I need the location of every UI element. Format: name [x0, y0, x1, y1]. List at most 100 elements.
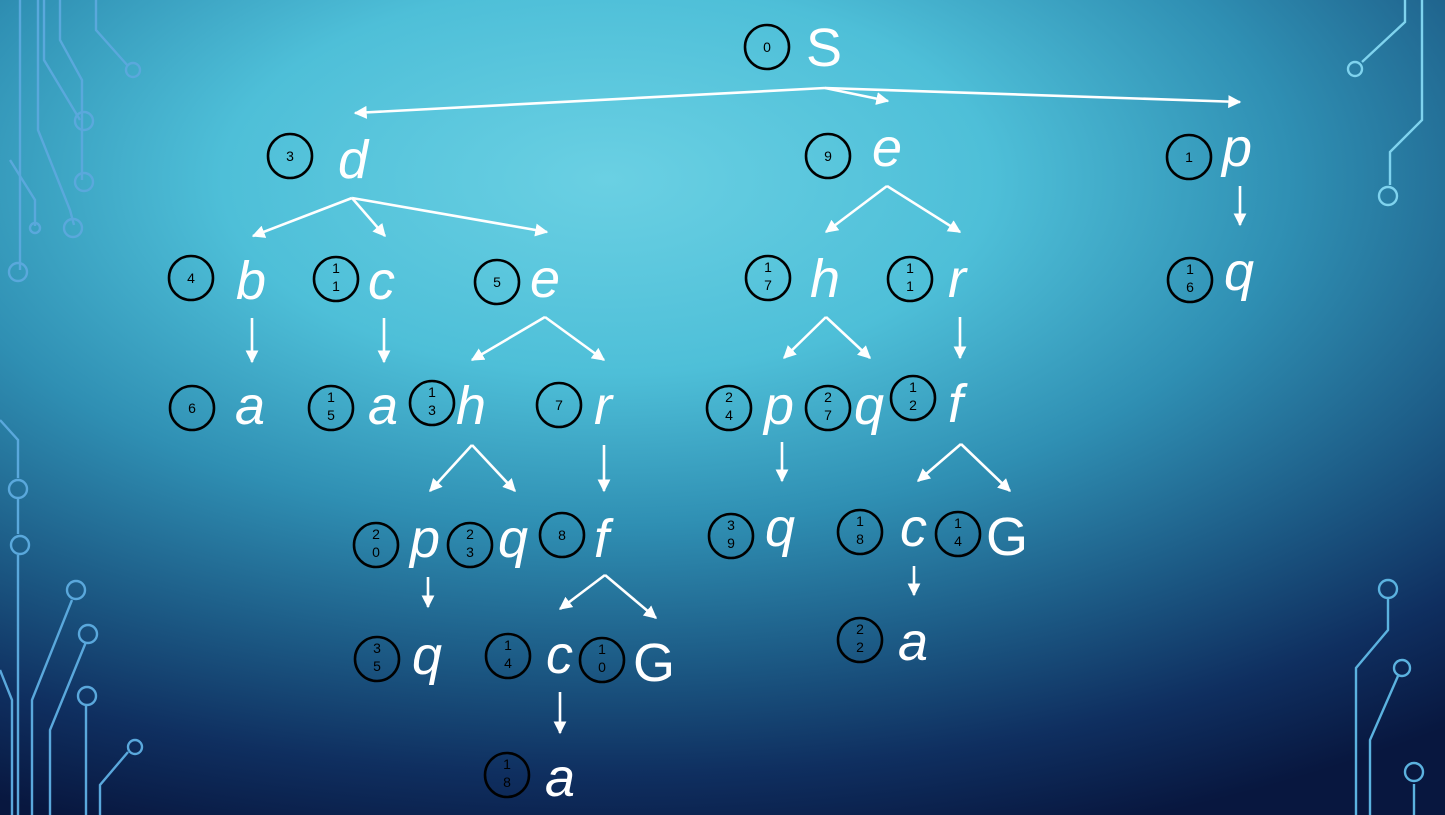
badge-digit: 7: [824, 407, 832, 423]
order-badge: [483, 751, 531, 799]
edge-e-h: [824, 184, 888, 234]
badge-digit: 1: [504, 637, 512, 653]
node-h-left: 1 3 h: [408, 376, 486, 436]
node-q-left: 2 3 q: [446, 509, 528, 569]
node-letter: a: [368, 376, 398, 436]
badge-digit: 5: [373, 658, 381, 674]
order-badge: [167, 254, 215, 302]
badge-digit: 1: [332, 260, 340, 276]
badge-digit: 3: [466, 544, 474, 560]
order-badge: [836, 616, 884, 664]
edge-s-e: [824, 86, 890, 106]
edge-d-b: [251, 196, 353, 238]
node-p-left: 2 0 p: [352, 509, 440, 569]
badge-digit: 2: [824, 389, 832, 405]
node-letter: q: [1224, 242, 1254, 302]
edge-h-q-left: [471, 444, 516, 492]
badge-digit: 1: [598, 641, 606, 657]
edge-h-p-left: [429, 444, 473, 492]
order-badge: [1165, 133, 1213, 181]
node-letter: h: [456, 376, 486, 436]
badge-digit: 1: [327, 389, 335, 405]
node-letter: a: [545, 748, 575, 808]
circuit-bottom-right: [1354, 578, 1425, 815]
edge-f-g-left: [604, 574, 657, 619]
node-q-left-leaf: 3 5 q: [353, 626, 442, 686]
badge-digit: 5: [327, 407, 335, 423]
badge-digit: 1: [428, 384, 436, 400]
order-badge: [705, 384, 753, 432]
edge-h-p: [783, 316, 827, 359]
node-letter: e: [872, 118, 902, 178]
order-badge: [886, 255, 934, 303]
node-letter: a: [235, 376, 265, 436]
node-f-left: 8 f: [538, 509, 614, 569]
badge-digit: 1: [906, 278, 914, 294]
node-r-left: 7 r: [535, 376, 614, 436]
node-g-mid: 1 4 G: [934, 507, 1028, 567]
badge-digit: 0: [763, 39, 771, 55]
badge-digit: 4: [954, 533, 962, 549]
order-badge: [484, 632, 532, 680]
edge-d-e: [351, 196, 549, 237]
badge-digit: 1: [909, 379, 917, 395]
node-letter: a: [898, 612, 928, 672]
order-badge: [408, 379, 456, 427]
edge-e-r: [886, 184, 962, 234]
circuit-bottom-left: [0, 419, 144, 815]
node-a-b: 6 a: [168, 376, 265, 436]
node-letter: S: [806, 18, 842, 78]
node-a-mid-leaf: 2 2 a: [836, 612, 928, 672]
badge-digit: 1: [764, 259, 772, 275]
order-badge: [307, 384, 355, 432]
order-badge: [744, 254, 792, 302]
badge-digit: 0: [598, 659, 606, 675]
node-letter: q: [765, 498, 795, 558]
order-badge: [352, 521, 400, 569]
badge-digit: 1: [332, 278, 340, 294]
badge-digit: 1: [856, 513, 864, 529]
badge-digit: 1: [954, 515, 962, 531]
node-s: 0 S: [743, 18, 842, 78]
edge-f-g: [960, 443, 1011, 492]
node-letter: r: [594, 376, 614, 436]
order-badge: [535, 381, 583, 429]
node-c-mid: 1 8 c: [836, 498, 927, 558]
badge-digit: 4: [725, 407, 733, 423]
order-badge: [312, 255, 360, 303]
badge-digit: 3: [286, 148, 294, 164]
node-h-mid: 1 7 h: [744, 249, 840, 309]
node-p: 1 p: [1165, 118, 1252, 181]
node-letter: q: [854, 376, 884, 436]
order-badge: [934, 510, 982, 558]
node-letter: d: [338, 130, 370, 190]
badge-digit: 2: [725, 389, 733, 405]
badge-digit: 2: [909, 397, 917, 413]
order-badge: [578, 636, 626, 684]
edge-s-p: [824, 86, 1242, 109]
badge-digit: 9: [727, 535, 735, 551]
node-letter: f: [948, 374, 968, 434]
badge-digit: 2: [372, 526, 380, 542]
badge-digit: 5: [493, 274, 501, 290]
edge-h-q: [825, 316, 871, 359]
badge-digit: 8: [856, 531, 864, 547]
badge-digit: 8: [503, 774, 511, 790]
badge-digit: 8: [558, 527, 566, 543]
node-letter: q: [412, 626, 442, 686]
order-badge: [1166, 256, 1214, 304]
edge-f-c-left: [558, 573, 606, 611]
node-a-c: 1 5 a: [307, 376, 398, 436]
badge-digit: 3: [428, 402, 436, 418]
node-letter: G: [986, 507, 1028, 567]
node-b: 4 b: [167, 251, 266, 311]
node-d: 3 d: [266, 130, 370, 190]
order-badge: [538, 511, 586, 559]
badge-digit: 6: [188, 400, 196, 416]
order-badge: [804, 384, 852, 432]
order-badge: [836, 508, 884, 556]
badge-digit: 1: [503, 756, 511, 772]
